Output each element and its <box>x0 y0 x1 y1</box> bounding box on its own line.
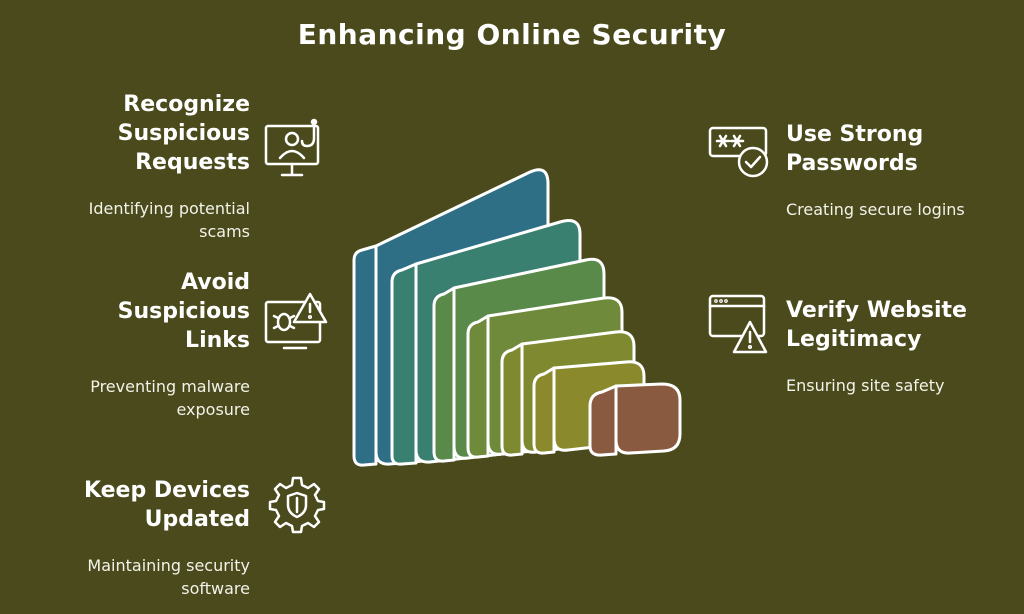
page-title: Enhancing Online Security <box>297 18 727 51</box>
browser-warning-icon <box>706 290 776 356</box>
verify-website-item: Verify Website Legitimacy Ensuring site … <box>786 296 1006 397</box>
strong-passwords-item: Use Strong Passwords Creating secure log… <box>786 120 1006 221</box>
avoid-links-heading: Avoid Suspicious Links <box>117 270 250 353</box>
stack-layer-7 <box>588 382 682 457</box>
malware-warning-monitor-icon <box>262 292 332 356</box>
phishing-monitor-icon <box>262 118 332 182</box>
recognize-requests-heading: Recognize Suspicious Requests <box>117 92 250 175</box>
shield-gear-icon <box>266 474 328 536</box>
verify-website-description: Ensuring site safety <box>786 376 945 395</box>
strong-passwords-description: Creating secure logins <box>786 200 965 219</box>
password-check-icon <box>706 120 776 182</box>
avoid-links-description: Preventing malware exposure <box>90 377 250 419</box>
keep-updated-heading: Keep Devices Updated <box>83 478 250 532</box>
layered-security-stack <box>340 160 700 494</box>
verify-website-heading: Verify Website Legitimacy <box>786 298 967 352</box>
strong-passwords-heading: Use Strong Passwords <box>786 122 924 176</box>
keep-updated-description: Maintaining security software <box>87 556 250 598</box>
recognize-requests-item: Recognize Suspicious Requests Identifyin… <box>40 90 250 243</box>
keep-updated-item: Keep Devices Updated Maintaining securit… <box>40 476 250 600</box>
avoid-links-item: Avoid Suspicious Links Preventing malwar… <box>40 268 250 421</box>
recognize-requests-description: Identifying potential scams <box>88 199 250 241</box>
